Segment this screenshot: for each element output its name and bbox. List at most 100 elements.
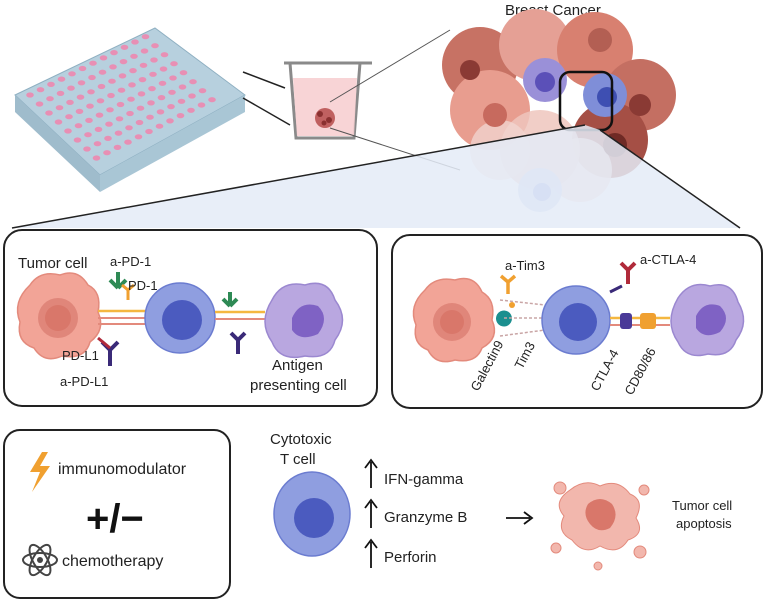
plate-well	[138, 77, 147, 83]
plate-well	[76, 94, 85, 100]
apc-label-line1: Antigen	[272, 357, 323, 374]
plate-well	[170, 61, 178, 67]
a-ctla4-antibody	[609, 261, 637, 294]
a-tim3-antibody	[499, 274, 517, 294]
treatment-box	[3, 429, 231, 599]
pd1-receptor	[121, 283, 135, 300]
plate-well	[108, 78, 116, 84]
apc-label-line2: presenting cell	[250, 377, 347, 394]
plate-well	[26, 92, 34, 98]
plate-well	[187, 107, 195, 113]
plate-well	[65, 114, 73, 120]
plate-well	[135, 119, 144, 126]
plate-well	[47, 81, 55, 87]
plate-well	[66, 99, 74, 105]
t-cell-left	[144, 282, 216, 354]
tcell-apc-bond	[215, 292, 265, 354]
zoom-line	[242, 71, 286, 89]
plate-well	[96, 98, 105, 104]
lightning-icon	[30, 452, 50, 492]
plate-well	[85, 117, 93, 123]
plate-well	[120, 44, 129, 50]
plate-well	[55, 105, 64, 111]
plate-well	[57, 76, 66, 82]
plate-well	[156, 109, 165, 115]
ifn-gamma-label: IFN-gamma	[384, 471, 464, 488]
plate-well	[151, 43, 159, 49]
plate-well	[116, 101, 125, 108]
plate-well	[157, 95, 166, 101]
plate-well	[166, 118, 174, 124]
plate-well	[78, 65, 87, 72]
t-cell-right	[541, 285, 611, 355]
transwell-insert	[284, 61, 372, 140]
a-pdl1-label: a-PD-L1	[60, 374, 108, 389]
zoom-cone	[11, 124, 741, 229]
chemotherapy-label: chemotherapy	[62, 553, 163, 570]
plate-well	[87, 89, 95, 95]
cytotoxic-label: Cytotoxic	[270, 431, 332, 448]
plate-well	[124, 139, 132, 145]
plate-well	[134, 134, 143, 140]
plate-well	[141, 34, 150, 40]
plate-well	[167, 104, 175, 110]
plate-well	[77, 80, 86, 86]
immunomodulator-label: immunomodulator	[58, 461, 187, 478]
plate-well	[68, 71, 76, 77]
plate-well	[117, 87, 126, 93]
well-plate	[14, 27, 246, 192]
plate-well	[97, 83, 106, 90]
plate-well	[45, 110, 53, 116]
plate-well	[137, 91, 146, 97]
plate-well	[179, 70, 188, 76]
perforin-label: Perforin	[384, 549, 437, 566]
plate-well	[160, 52, 169, 58]
plate-well	[95, 112, 104, 118]
plate-well	[56, 90, 65, 96]
cytotoxic-t-cell	[273, 471, 351, 557]
plate-well	[145, 128, 153, 135]
zoom-line	[329, 29, 451, 103]
result-label-line1: Tumor cell	[672, 498, 732, 513]
a-pd1-label: a-PD-1	[110, 254, 151, 269]
output-item: Perforin	[364, 538, 437, 568]
plate-well	[92, 155, 101, 161]
plate-well	[99, 55, 108, 61]
plate-well	[128, 82, 136, 88]
apc-right	[670, 283, 745, 357]
plate-well	[125, 125, 133, 131]
plate-well	[147, 100, 155, 106]
galectin9-tim3	[496, 299, 546, 337]
plate-well	[54, 119, 63, 125]
plate-well	[93, 141, 102, 147]
plate-well	[189, 79, 197, 85]
atom-icon	[22, 543, 58, 577]
ctla4-cd8086-bond	[610, 313, 670, 329]
plate-well	[177, 98, 186, 104]
plate-well	[75, 108, 84, 114]
plate-well	[67, 85, 75, 91]
antigen-presenting-cell	[264, 282, 344, 359]
plate-well	[136, 105, 145, 111]
plate-well	[197, 102, 206, 108]
pd1-pdl1-bond	[98, 309, 148, 325]
output-list: IFN-gamma Granzyme B Perforin	[364, 458, 467, 568]
a-ctla4-label: a-CTLA-4	[640, 252, 696, 267]
plus-minus-symbol: +/−	[86, 497, 144, 541]
pdl1-label: PD-L1	[62, 348, 99, 363]
plate-well	[176, 113, 185, 119]
plate-well	[109, 64, 117, 70]
plate-well	[84, 132, 92, 138]
tumor-cell-label: Tumor cell	[18, 255, 87, 272]
plate-well	[155, 123, 164, 129]
plate-well	[150, 57, 158, 63]
plate-well	[178, 84, 187, 90]
plate-well	[139, 62, 148, 68]
plate-well	[131, 39, 139, 45]
plate-well	[115, 116, 124, 122]
plate-well	[168, 89, 176, 95]
plate-well	[129, 68, 137, 74]
result-label-line2: apoptosis	[676, 516, 732, 531]
plate-well	[86, 103, 94, 109]
